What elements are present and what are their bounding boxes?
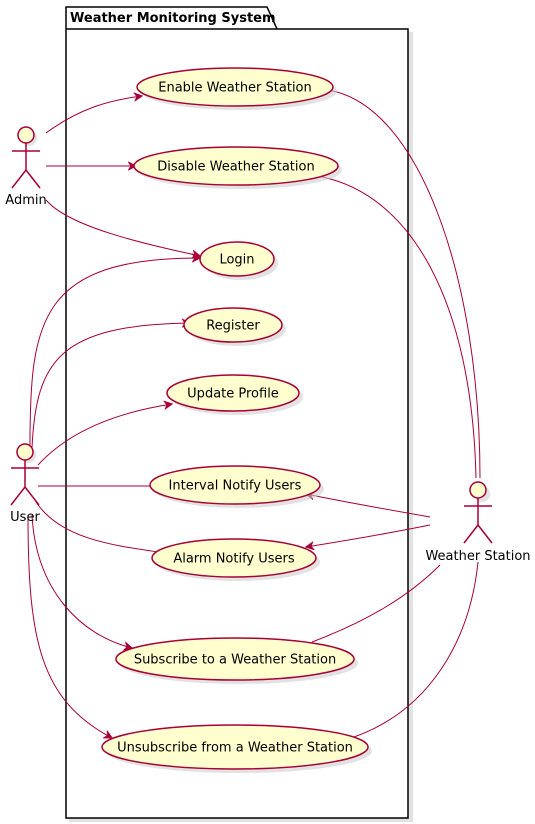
edge-user-login: [29, 258, 200, 446]
actor-label: User: [10, 510, 40, 525]
use-case-label: Register: [206, 319, 260, 334]
use-case-enable-weather-station[interactable]: Enable Weather Station: [136, 67, 337, 110]
edge-admin-enable: [45, 96, 142, 134]
edge-admin-login: [45, 199, 200, 256]
use-case-unsubscribe-from-weather-station[interactable]: Unsubscribe from a Weather Station: [101, 724, 372, 773]
use-case-label: Interval Notify Users: [169, 479, 302, 494]
edge-subscribe-ws: [311, 564, 441, 643]
use-case-disable-weather-station[interactable]: Disable Weather Station: [133, 146, 342, 189]
edges: [27, 89, 481, 738]
edge-ws-alarm-notify: [306, 524, 431, 547]
actor-label: Weather Station: [425, 549, 530, 564]
use-case-update-profile[interactable]: Update Profile: [166, 374, 303, 415]
edge-unsubscribe-ws: [353, 561, 479, 738]
use-case-login[interactable]: Login: [199, 241, 278, 280]
actor-label: Admin: [5, 193, 46, 208]
use-case-label: Disable Weather Station: [157, 160, 314, 175]
use-case-label: Update Profile: [187, 387, 279, 402]
use-case-label: Enable Weather Station: [158, 81, 312, 96]
edge-ws-interval-notify: [306, 494, 431, 518]
stick-figure-icon: [11, 126, 41, 189]
edge-disable-ws: [321, 176, 477, 479]
edge-enable-ws: [327, 89, 481, 479]
stick-figure-icon: [10, 443, 40, 506]
use-case-interval-notify-users[interactable]: Interval Notify Users: [149, 465, 324, 508]
use-case-subscribe-to-weather-station[interactable]: Subscribe to a Weather Station: [115, 637, 358, 684]
package-title: Weather Monitoring System: [70, 11, 276, 26]
actor-admin[interactable]: Admin: [5, 126, 47, 208]
use-case-register[interactable]: Register: [183, 307, 286, 346]
use-case-label: Subscribe to a Weather Station: [134, 653, 336, 668]
use-case-label: Unsubscribe from a Weather Station: [117, 741, 353, 756]
use-case-label: Login: [219, 253, 254, 268]
stick-figure-icon: [463, 481, 493, 544]
use-case-label: Alarm Notify Users: [173, 552, 295, 567]
edge-user-register: [31, 323, 190, 449]
edge-user-unsubscribe: [27, 514, 112, 738]
edge-user-update-profile: [37, 404, 172, 466]
actor-user[interactable]: User: [10, 443, 40, 525]
actor-weather-station[interactable]: Weather Station: [425, 481, 531, 564]
edge-user-subscribe: [31, 514, 132, 648]
use-case-alarm-notify-users[interactable]: Alarm Notify Users: [151, 538, 320, 581]
edge-user-alarm-notify: [35, 501, 159, 553]
